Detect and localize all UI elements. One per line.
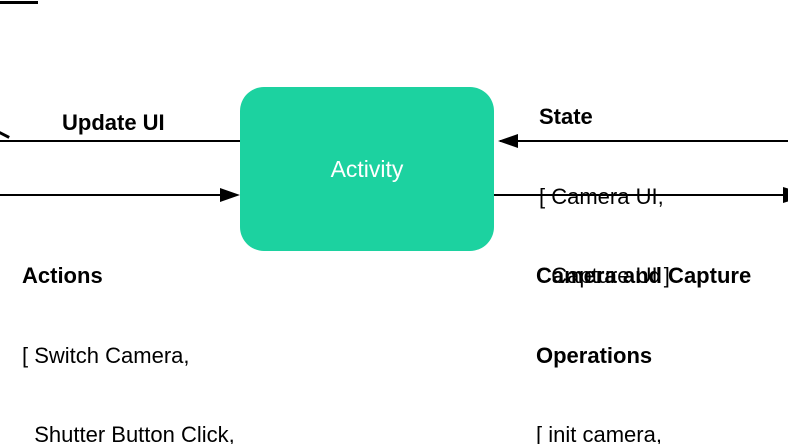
actions-title: Actions xyxy=(22,263,103,288)
update-ui-label: Update UI xyxy=(62,110,165,135)
actions-text-block: Actions [ Switch Camera, Shutter Button … xyxy=(22,210,289,444)
actions-arrow-line xyxy=(0,194,224,196)
state-list-line: [ Camera UI, xyxy=(539,183,664,209)
camera-ops-arrowhead-clipped-icon xyxy=(783,187,788,203)
actions-list-line: Shutter Button Click, xyxy=(22,422,235,444)
state-arrow-line xyxy=(500,140,788,142)
state-text-block: State [ Camera UI, Capture UI ] xyxy=(539,51,670,343)
camera-ops-list-line: [ init camera, xyxy=(536,422,662,444)
activity-box: Activity xyxy=(240,87,494,251)
camera-ops-arrow-line xyxy=(494,194,788,196)
update-ui-arrow-line xyxy=(0,140,240,142)
actions-arrowhead-icon xyxy=(220,188,240,202)
camera-ops-title-line: Operations xyxy=(536,342,653,368)
state-title: State xyxy=(539,104,593,129)
state-arrowhead-icon xyxy=(498,134,518,148)
activity-label: Activity xyxy=(330,155,404,182)
clipped-line-artifact xyxy=(0,1,38,4)
update-ui-arrowhead-clipped-icon xyxy=(0,130,10,139)
state-list-line: Capture UI ] xyxy=(539,263,670,288)
camera-ops-text-block: Camera and Capture Operations [ init cam… xyxy=(536,210,751,444)
actions-list-line: [ Switch Camera, xyxy=(22,342,190,368)
camera-ops-title-line: Camera and Capture xyxy=(536,263,752,288)
